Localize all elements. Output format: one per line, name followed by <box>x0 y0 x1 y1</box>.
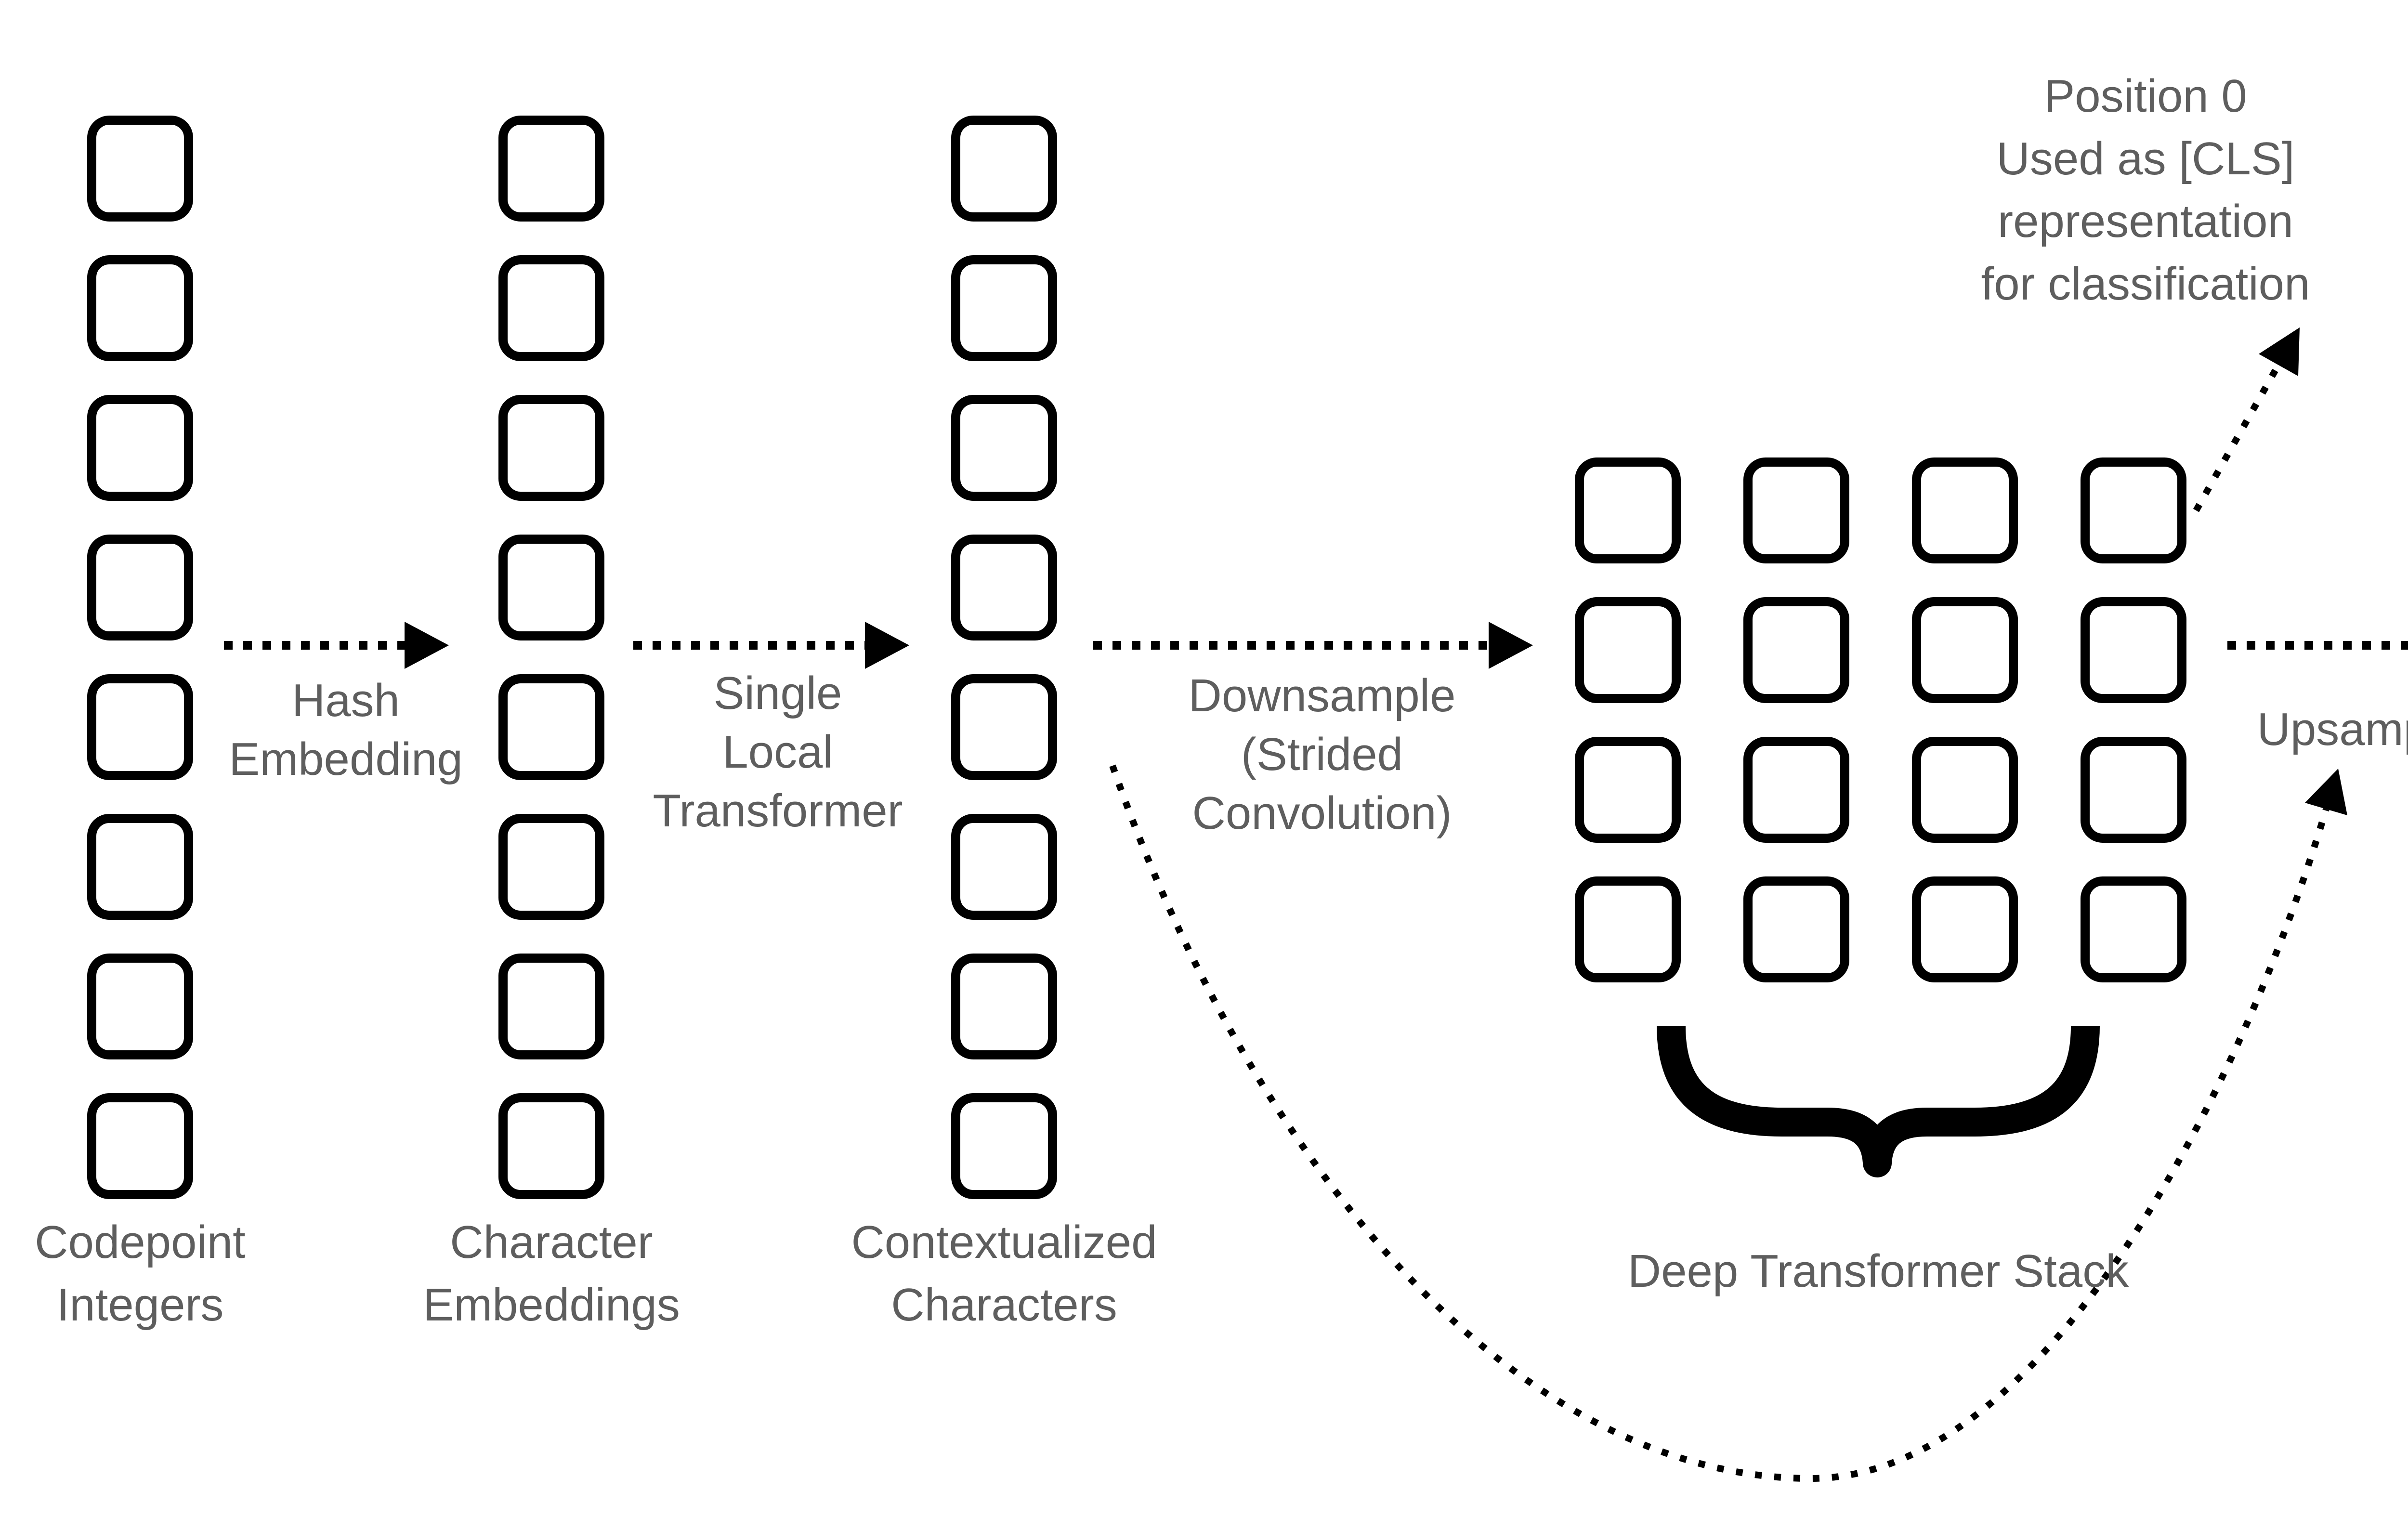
column-codepoint-integers <box>87 116 193 1199</box>
text-line: Hash <box>291 675 400 726</box>
token-box <box>1743 876 1849 982</box>
text-line: Codepoint <box>35 1216 246 1268</box>
token-box <box>2081 597 2186 703</box>
token-box <box>498 255 604 361</box>
token-box <box>498 814 604 920</box>
text-line: Upsampling <box>2257 704 2408 755</box>
text-line: Integers <box>56 1279 224 1331</box>
cls-note: Position 0 Used as [CLS] representation for… <box>1981 65 2310 315</box>
text-line: for classification <box>1981 258 2310 310</box>
token-box <box>951 116 1057 222</box>
token-box <box>87 954 193 1059</box>
label-deep-transformer-stack: Deep Transformer Stack <box>1627 1245 2129 1297</box>
token-box <box>1912 597 2018 703</box>
cls-position0-arrow-line <box>2193 365 2281 512</box>
token-box <box>498 1093 604 1199</box>
text-line: Contextualized <box>851 1216 1157 1268</box>
token-box <box>1575 876 1681 982</box>
token-box <box>1912 737 2018 843</box>
token-box <box>87 674 193 780</box>
token-box <box>87 116 193 222</box>
text-line: Single <box>713 667 842 719</box>
token-box <box>1743 457 1849 563</box>
text-line: Position 0 <box>2044 70 2247 122</box>
underbrace-icon <box>1657 1025 2100 1177</box>
text-line: (Strided <box>1241 729 1403 780</box>
text-line: Used as [CLS] <box>1996 133 2295 184</box>
token-box <box>498 954 604 1059</box>
token-box <box>1743 737 1849 843</box>
column-contextualized-characters <box>951 116 1057 1199</box>
deep-transformer-stack-grid <box>1575 457 2186 982</box>
token-box <box>1575 737 1681 843</box>
text-line: representation <box>1998 196 2293 247</box>
token-box <box>2081 876 2186 982</box>
text-line: Embeddings <box>423 1279 680 1331</box>
skip-connection-arrowhead-icon <box>2305 769 2347 815</box>
text-line: Transformer <box>653 785 903 836</box>
token-box <box>498 535 604 640</box>
token-box <box>498 674 604 780</box>
token-box <box>87 255 193 361</box>
cls-position0-arrowhead-icon <box>2259 327 2300 376</box>
token-box <box>87 1093 193 1199</box>
token-box <box>1575 457 1681 563</box>
token-box <box>2081 457 2186 563</box>
token-box <box>951 814 1057 920</box>
hash-embedding-arrowhead-icon <box>405 622 449 669</box>
single-local-transformer-arrowhead-icon <box>865 622 909 669</box>
token-box <box>951 535 1057 640</box>
token-box <box>498 395 604 501</box>
token-box <box>1912 457 2018 563</box>
token-box <box>1575 597 1681 703</box>
column-character-embeddings <box>498 116 604 1199</box>
token-box <box>951 255 1057 361</box>
text-line: Local <box>722 726 833 778</box>
text-line: Embedding <box>229 733 463 785</box>
token-box <box>951 674 1057 780</box>
token-box <box>951 395 1057 501</box>
token-box <box>87 535 193 640</box>
token-box <box>2081 737 2186 843</box>
text-line: Characters <box>891 1279 1117 1331</box>
token-box <box>951 1093 1057 1199</box>
token-box <box>1743 597 1849 703</box>
token-box <box>1912 876 2018 982</box>
token-box <box>87 395 193 501</box>
text-line: Downsample <box>1188 670 1456 721</box>
token-box <box>87 814 193 920</box>
text-line: Convolution) <box>1192 787 1452 839</box>
token-box <box>951 954 1057 1059</box>
token-box <box>498 116 604 222</box>
label-upsampling: Upsampling <box>2257 700 2408 759</box>
downsample-arrowhead-icon <box>1489 622 1533 669</box>
text-line: Character <box>450 1216 653 1268</box>
